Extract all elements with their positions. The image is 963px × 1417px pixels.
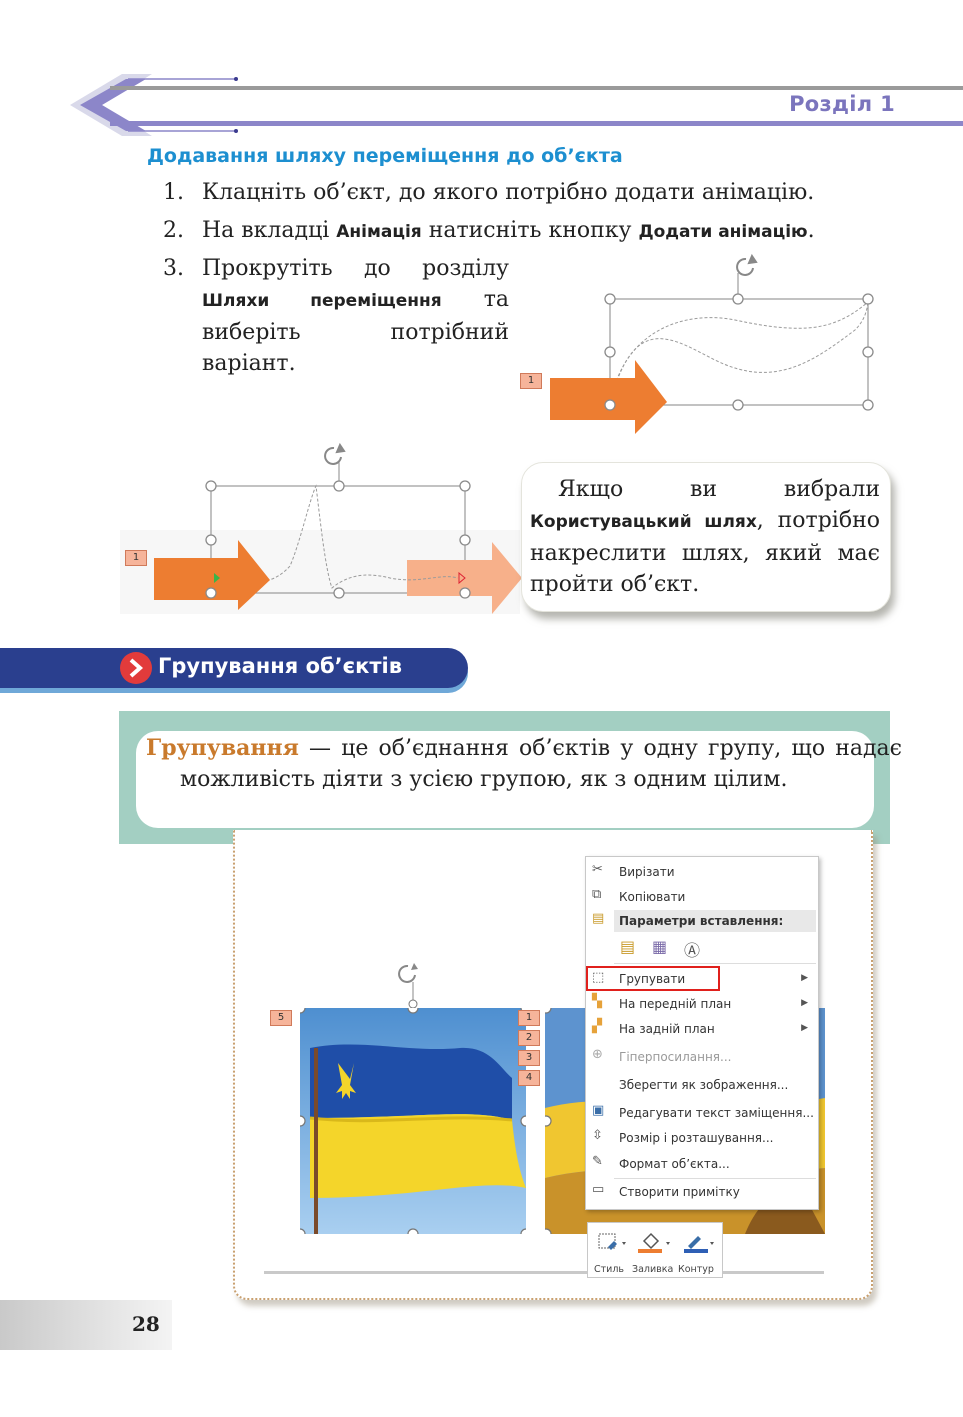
object-tag: 3 — [518, 1050, 540, 1066]
paste-icon: ▤ — [592, 911, 605, 926]
size-icon: ⇳ — [592, 1128, 603, 1143]
page-number-bar — [0, 1300, 172, 1350]
chevron-right-icon — [120, 652, 152, 684]
menu-paste-options-header — [614, 910, 816, 932]
paste-option-keep-format[interactable]: ▤ — [620, 937, 636, 956]
mini-toolbar: Стиль Заливка Контур — [587, 1222, 723, 1278]
callout-text: Якщо ви вибрали Користувацький шлях, пот… — [530, 477, 880, 597]
bring-front-icon: ▚ — [592, 994, 602, 1009]
rotate-icon[interactable] — [398, 958, 430, 1008]
motion-path-figure — [550, 253, 874, 434]
outline-pen-icon — [684, 1236, 714, 1253]
definition-inner — [136, 731, 874, 828]
format-icon: ✎ — [592, 1154, 603, 1169]
paste-option-picture[interactable]: ▦ — [652, 937, 668, 956]
menu-item-format-object[interactable]: ✎ Формат об’єкта... — [592, 1154, 730, 1171]
slide-bottom-line — [264, 1271, 824, 1274]
comment-icon: ▭ — [592, 1182, 605, 1197]
header-chevron-icon — [70, 74, 238, 136]
page-number: 28 — [132, 1312, 160, 1336]
menu-item-cut[interactable]: ✂ Вирізати — [592, 862, 675, 879]
outline-button[interactable]: Контур — [678, 1227, 722, 1277]
hyperlink-icon: ⊕ — [592, 1047, 603, 1062]
header-rule-top — [110, 86, 963, 90]
paste-option-text[interactable]: Ⓐ — [684, 941, 701, 960]
send-back-icon: ▞ — [592, 1019, 602, 1034]
style-icon — [598, 1233, 626, 1250]
menu-item-bring-front[interactable]: ▚ На передній план ▶ — [592, 994, 808, 1011]
object-tag: 4 — [518, 1070, 540, 1086]
menu-separator — [614, 1178, 816, 1179]
submenu-arrow-icon: ▶ — [801, 1023, 808, 1033]
rotate-icon — [736, 253, 758, 276]
menu-item-size-position[interactable]: ⇳ Розмір і розташування... — [592, 1128, 774, 1145]
section-banner — [0, 648, 468, 688]
context-menu: ✂ Вирізати ⧉ Копіювати ▤ Параметри встав… — [585, 856, 819, 1210]
scissors-icon: ✂ — [592, 862, 603, 877]
fill-bucket-icon — [638, 1232, 670, 1253]
flag-image-left[interactable] — [300, 1008, 526, 1234]
object-tag: 5 — [270, 1010, 292, 1026]
submenu-arrow-icon: ▶ — [801, 998, 808, 1008]
animation-tag: 1 — [520, 373, 542, 389]
object-tag: 2 — [518, 1030, 540, 1046]
section-heading: Додавання шляху переміщення до об’єкта — [147, 145, 623, 167]
animation-tag: 1 — [125, 550, 147, 566]
menu-item-hyperlink[interactable]: ⊕ Гіперпосилання... — [592, 1047, 732, 1064]
copy-icon: ⧉ — [592, 887, 602, 902]
menu-item-new-comment[interactable]: ▭ Створити примітку — [592, 1182, 740, 1199]
menu-item-copy[interactable]: ⧉ Копіювати — [592, 887, 686, 904]
chapter-label: Розділ 1 — [789, 92, 895, 116]
definition-text: Групування — це об’єднання об’єктів у од… — [146, 735, 902, 792]
group-icon: ⬚ — [592, 970, 605, 985]
menu-highlight-box — [586, 966, 720, 991]
fill-button[interactable]: Заливка — [632, 1227, 676, 1277]
menu-separator — [614, 963, 816, 964]
menu-item-group[interactable]: ⬚ Групувати ▶ — [592, 970, 808, 986]
submenu-arrow-icon: ▶ — [801, 973, 808, 983]
header-rule-bottom — [110, 121, 963, 126]
custom-path-figure — [120, 442, 522, 614]
step-3: 3. Прокрутіть до розділу Шляхи переміщен… — [163, 256, 509, 376]
step-1: 1. Клацніть об’єкт, до якого потрібно до… — [163, 180, 815, 205]
menu-item-save-picture[interactable]: Зберегти як зображення... — [619, 1078, 789, 1092]
step-2: 2. На вкладці Анімація натисніть кнопку … — [163, 218, 815, 243]
definition-term: Групування — [146, 735, 299, 761]
menu-item-send-back[interactable]: ▞ На задній план ▶ — [592, 1019, 808, 1036]
style-button[interactable]: Стиль — [592, 1227, 632, 1277]
section-banner-title: Групування об’єктів — [158, 654, 403, 678]
callout-box — [521, 462, 891, 612]
alt-text-icon: ▣ — [592, 1103, 605, 1118]
menu-item-alt-text[interactable]: ▣ Редагувати текст заміщення... — [592, 1103, 814, 1120]
object-tag: 1 — [518, 1010, 540, 1026]
